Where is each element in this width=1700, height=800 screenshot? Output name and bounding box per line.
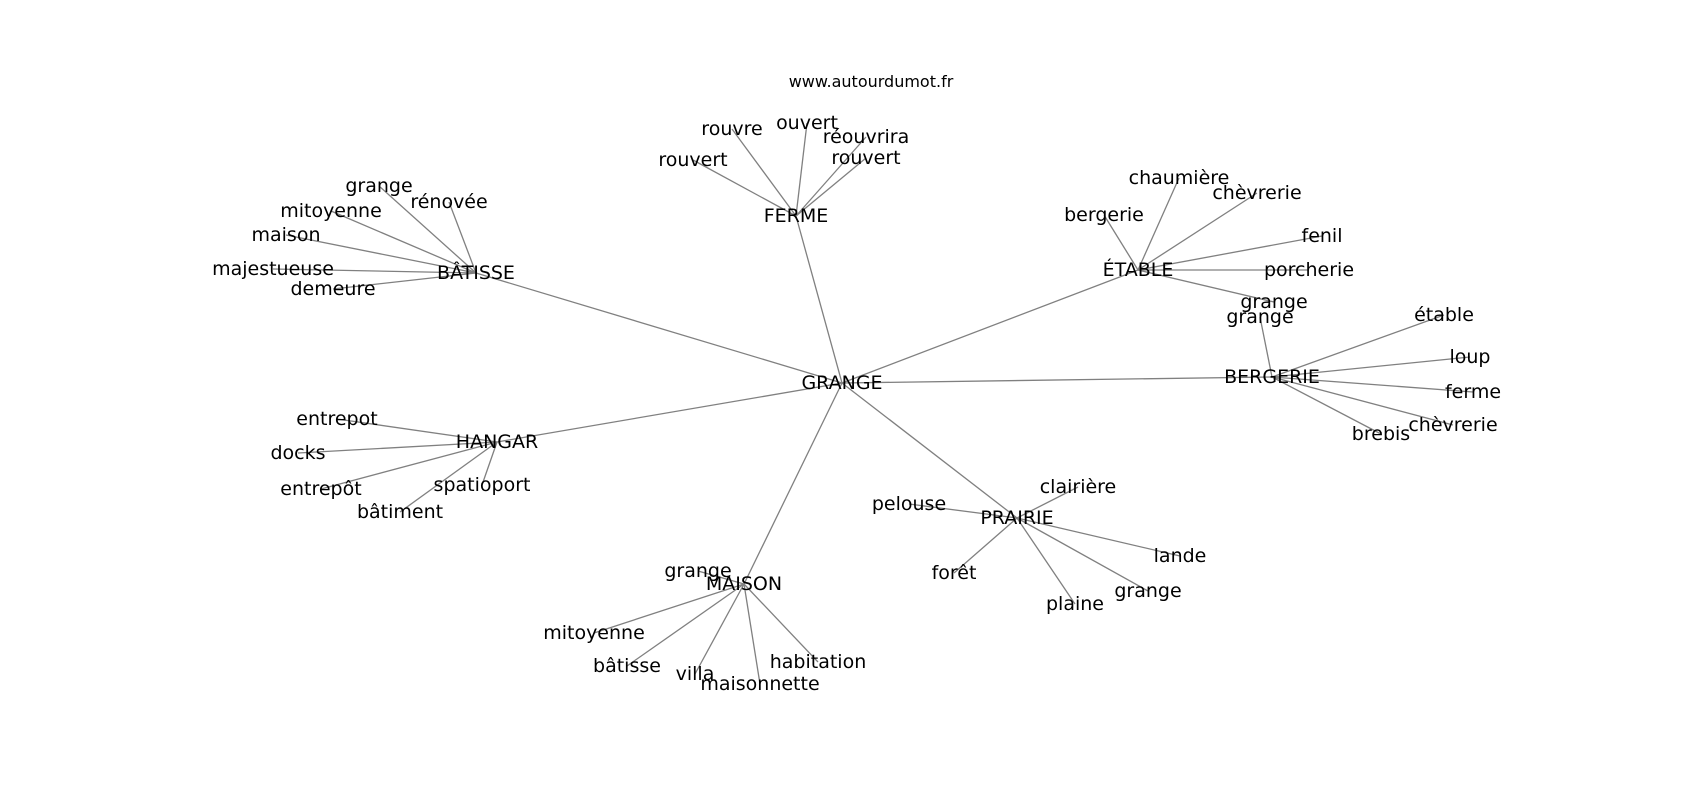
edge-ferme-ferme-rouvert-2 (795, 157, 867, 217)
edge-etable-etable-fenil (1137, 235, 1323, 271)
node-batisse-maison: maison (252, 224, 321, 246)
node-hangar-docks: docks (270, 442, 325, 464)
node-prairie-lande: lande (1154, 545, 1207, 567)
edge-prairie-prairie-grange (1016, 517, 1149, 592)
node-hangar-batiment: bâtiment (357, 501, 443, 523)
edge-ferme-ferme-ouvert (795, 122, 808, 217)
edge-bergerie-bergerie-brebis (1271, 376, 1382, 435)
node-hangar-entrepot-accent: entrepôt (280, 478, 361, 500)
node-ferme-rouvert-2: rouvert (831, 147, 900, 169)
edge-ferme-ferme-rouvre (731, 128, 797, 217)
node-prairie-grange: grange (1114, 580, 1181, 602)
edge-etable-etable-chaumiere (1137, 177, 1180, 271)
edge-bergerie-bergerie-loup (1271, 356, 1471, 378)
edge-prairie-prairie-lande (1016, 517, 1181, 557)
node-ferme: FERME (764, 205, 829, 227)
node-prairie-foret: forêt (932, 562, 977, 584)
node-hangar-spatioport: spatioport (434, 474, 531, 496)
node-etable-chevrerie: chèvrerie (1212, 182, 1301, 204)
source-watermark: www.autourdumot.fr (789, 72, 954, 91)
node-hangar-entrepot: entrepot (296, 408, 377, 430)
edge-maison-maison-grange (697, 570, 745, 585)
edge-hangar-hangar-entrepot-accent (320, 441, 498, 490)
edge-ferme-ferme-rouvert-1 (692, 159, 797, 217)
edge-ferme-ferme-reouvrira (795, 136, 867, 217)
edge-grange-etable (841, 269, 1139, 384)
edge-maison-maison-mitoyenne (593, 583, 745, 634)
node-grange: GRANGE (801, 372, 882, 394)
node-etable-grange: grange (1240, 291, 1307, 313)
edge-batisse-batisse-grange (378, 185, 477, 274)
node-batisse: BÂTISSE (437, 261, 515, 284)
node-maison-batisse: bâtisse (593, 655, 661, 677)
node-bergerie-chevrerie: chèvrerie (1408, 414, 1497, 436)
node-maison-maisonnette: maisonnette (700, 673, 819, 695)
node-etable-chaumiere: chaumière (1129, 167, 1230, 189)
edge-batisse-batisse-maison (285, 234, 477, 274)
edge-grange-hangar (496, 382, 843, 443)
edge-grange-bergerie (841, 376, 1273, 384)
node-bergerie-etable: étable (1414, 304, 1474, 326)
node-prairie-clairiere: clairière (1040, 476, 1117, 498)
node-bergerie-loup: loup (1449, 346, 1490, 368)
edge-bergerie-bergerie-grange (1259, 316, 1273, 378)
node-ferme-rouvert-1: rouvert (658, 149, 727, 171)
node-etable-bergerie: bergerie (1064, 204, 1144, 226)
edge-batisse-batisse-demeure (332, 272, 477, 290)
node-maison-mitoyenne: mitoyenne (543, 622, 645, 644)
node-etable-fenil: fenil (1302, 225, 1343, 247)
node-hangar: HANGAR (456, 431, 538, 453)
edge-prairie-prairie-foret (953, 517, 1018, 574)
node-ferme-rouvre: rouvre (701, 118, 762, 140)
node-etable: ÉTABLE (1103, 258, 1174, 281)
node-bergerie: BERGERIE (1224, 366, 1320, 388)
edge-batisse-batisse-mitoyenne (330, 210, 477, 274)
edge-bergerie-bergerie-ferme (1271, 376, 1474, 393)
node-batisse-demeure: demeure (290, 278, 375, 300)
edge-maison-maison-villa (694, 583, 745, 675)
edge-bergerie-bergerie-etable (1271, 314, 1445, 378)
edge-etable-etable-chevrerie (1137, 192, 1258, 271)
edge-prairie-prairie-plaine (1016, 517, 1076, 605)
node-batisse-majestueuse: majestueuse (212, 258, 334, 280)
edge-etable-etable-grange (1137, 269, 1275, 303)
node-maison-habitation: habitation (770, 651, 867, 673)
edge-maison-maison-maisonnette (743, 583, 761, 685)
graph-node-labels: GRANGE FERME BÂTISSE ÉTABLE BERGERIE HANGAR MA… (212, 112, 1501, 695)
node-bergerie-ferme: ferme (1445, 381, 1501, 403)
edge-hangar-hangar-docks (297, 441, 498, 454)
graph-edges (272, 122, 1474, 685)
node-ferme-ouvert: ouvert (776, 112, 838, 134)
node-batisse-grange: grange (345, 175, 412, 197)
edge-batisse-batisse-renovee (448, 201, 477, 274)
edge-hangar-hangar-spatioport (481, 441, 498, 486)
edge-grange-maison (743, 382, 843, 585)
node-etable-porcherie: porcherie (1264, 259, 1354, 281)
node-maison: MAISON (706, 573, 782, 595)
edge-hangar-hangar-batiment (399, 441, 498, 513)
node-bergerie-grange: grange (1226, 306, 1293, 328)
node-bergerie-brebis: brebis (1352, 423, 1410, 445)
edge-prairie-prairie-pelouse (908, 503, 1018, 519)
edge-batisse-batisse-majestueuse (272, 268, 477, 274)
edge-hangar-hangar-entrepot (336, 418, 498, 443)
edge-bergerie-bergerie-chevrerie (1271, 376, 1454, 426)
node-prairie: PRAIRIE (980, 507, 1053, 529)
node-batisse-mitoyenne: mitoyenne (280, 200, 382, 222)
node-prairie-plaine: plaine (1046, 593, 1104, 615)
edge-prairie-prairie-clairiere (1016, 486, 1079, 519)
node-batisse-renovee: rénovée (410, 191, 487, 213)
node-prairie-pelouse: pelouse (872, 493, 946, 515)
edge-grange-prairie (841, 382, 1018, 519)
edge-etable-etable-bergerie (1103, 214, 1139, 271)
node-ferme-reouvrira: réouvrira (823, 126, 910, 148)
edge-maison-maison-batisse (626, 583, 745, 667)
edge-grange-ferme (795, 215, 843, 384)
edge-grange-batisse (475, 272, 843, 384)
edge-maison-maison-habitation (743, 583, 819, 663)
node-maison-villa: villa (676, 663, 715, 685)
node-maison-grange: grange (664, 560, 731, 582)
